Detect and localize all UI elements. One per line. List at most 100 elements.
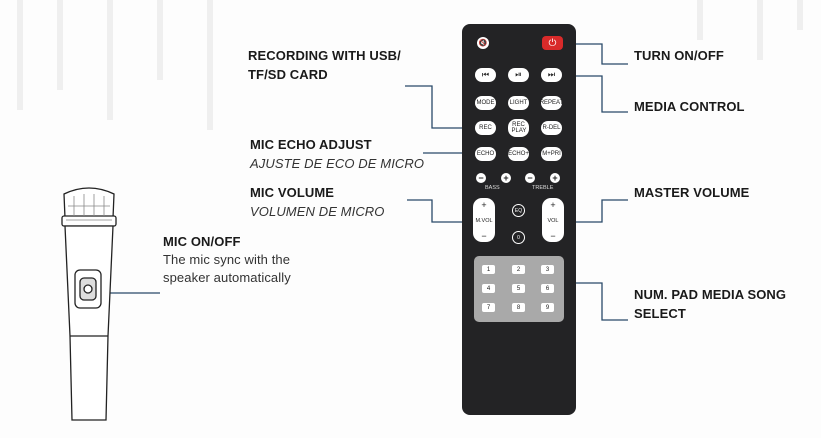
previous-button[interactable]: ⏮ (475, 68, 496, 82)
num-8-button[interactable]: 8 (512, 303, 525, 312)
num-7-button[interactable]: 7 (482, 303, 495, 312)
echo-label: ECHO (476, 151, 495, 157)
repeat-button[interactable]: REPEAT (539, 96, 564, 110)
next-button[interactable]: ⏭ (541, 68, 562, 82)
rec-play-button[interactable]: REC PLAY (508, 119, 529, 137)
echo-plus-button[interactable]: ECHO+ (508, 147, 529, 161)
previous-icon: ⏮ (481, 70, 490, 79)
rec-play-label: REC PLAY (511, 122, 527, 134)
m-pri-button[interactable]: M+PRI (541, 147, 562, 161)
bass-minus-icon: − (478, 173, 484, 183)
remote-control: 🔇 ⏻ ⏮ ⏯ ⏭ MODE LIGHT REPEAT REC REC PLAY… (462, 24, 576, 415)
media-control-callout: MEDIA CONTROL (634, 97, 745, 116)
bass-minus-button[interactable]: − (476, 173, 486, 183)
r-del-button[interactable]: R-DEL (541, 121, 562, 135)
num-4-label: 4 (486, 285, 491, 292)
mic-volume-rocker[interactable]: + M.VOL − (473, 198, 495, 242)
echo-button[interactable]: ECHO (475, 147, 496, 161)
mic-grille (63, 187, 115, 219)
mic-onoff-desc1: The mic sync with the (163, 252, 291, 267)
mic-onoff-desc2: speaker automatically (163, 270, 291, 285)
recording-line1: RECORDING WITH USB/ (248, 48, 401, 63)
num-6-button[interactable]: 6 (541, 284, 554, 293)
turn-on-callout: TURN ON/OFF (634, 46, 724, 65)
mute-icon: 🔇 (478, 40, 488, 47)
echo-plus-label: ECHO+ (508, 151, 529, 157)
treble-minus-button[interactable]: − (525, 173, 535, 183)
r-del-label: R-DEL (542, 125, 561, 131)
num-3-button[interactable]: 3 (541, 265, 554, 274)
mic-body (64, 225, 114, 421)
repeat-label: REPEAT (539, 100, 564, 106)
numpad-line (570, 282, 628, 321)
next-icon: ⏭ (547, 70, 556, 79)
recording-line2: TF/SD CARD (248, 67, 328, 82)
master-volume-callout: MASTER VOLUME (634, 183, 749, 202)
turn-on-line (570, 43, 628, 65)
mic-volume-plus-icon: + (481, 200, 487, 210)
mic-onoff-title: MIC ON/OFF (163, 234, 241, 249)
mic-volume-label: M.VOL (475, 218, 493, 224)
num-1-button[interactable]: 1 (482, 265, 495, 274)
num-3-label: 3 (545, 266, 550, 273)
master-volume-label: VOL (547, 218, 559, 224)
mic-volume-subtitle: VOLUMEN DE MICRO (250, 204, 385, 219)
eq-label: EQ (514, 207, 523, 214)
mic-volume-line (407, 199, 468, 223)
number-pad: 1 2 3 4 5 6 7 8 9 (474, 256, 564, 322)
power-button[interactable]: ⏻ (542, 36, 563, 50)
media-control-line (570, 75, 628, 113)
power-icon: ⏻ (548, 37, 557, 49)
master-volume-plus-icon: + (550, 200, 556, 210)
mode-label: MODE (476, 100, 495, 106)
play-pause-icon: ⏯ (515, 70, 522, 79)
num-7-label: 7 (486, 304, 491, 311)
num-2-button[interactable]: 2 (512, 265, 525, 274)
numpad-line2: SELECT (634, 306, 686, 321)
zero-button[interactable]: 0 (512, 231, 525, 244)
num-8-label: 8 (516, 304, 521, 311)
media-control-title: MEDIA CONTROL (634, 99, 745, 114)
num-6-label: 6 (545, 285, 550, 292)
rec-button[interactable]: REC (475, 121, 496, 135)
master-volume-line (570, 199, 628, 223)
num-9-button[interactable]: 9 (541, 303, 554, 312)
mic-onoff-callout: MIC ON/OFF The mic sync with the speaker… (163, 232, 291, 287)
treble-minus-icon: − (527, 173, 533, 183)
bass-plus-button[interactable]: + (501, 173, 511, 183)
bass-label: BASS (485, 185, 500, 191)
mic-volume-title: MIC VOLUME (250, 185, 335, 200)
mic-ring (61, 215, 117, 227)
echo-callout: MIC ECHO ADJUST AJUSTE DE ECO DE MICRO (250, 135, 424, 173)
master-volume-rocker[interactable]: + VOL − (542, 198, 564, 242)
mute-button[interactable]: 🔇 (477, 37, 489, 49)
eq-button[interactable]: EQ (512, 204, 525, 217)
num-4-button[interactable]: 4 (482, 284, 495, 293)
mic-volume-callout: MIC VOLUME VOLUMEN DE MICRO (250, 183, 385, 221)
num-2-label: 2 (516, 266, 521, 273)
recording-line (405, 85, 468, 129)
treble-plus-icon: + (552, 173, 558, 183)
play-pause-button[interactable]: ⏯ (508, 68, 529, 82)
num-1-label: 1 (486, 266, 491, 273)
mic-volume-minus-icon: − (481, 231, 487, 241)
turn-on-title: TURN ON/OFF (634, 48, 724, 63)
treble-label: TREBLE (532, 185, 554, 191)
num-5-button[interactable]: 5 (512, 284, 525, 293)
echo-subtitle: AJUSTE DE ECO DE MICRO (250, 156, 425, 171)
light-label: LIGHT (509, 100, 528, 106)
m-pri-label: M+PRI (542, 151, 561, 157)
numpad-callout: NUM. PAD MEDIA SONG SELECT (634, 285, 786, 323)
bass-plus-icon: + (503, 173, 509, 183)
mode-button[interactable]: MODE (475, 96, 496, 110)
light-button[interactable]: LIGHT (508, 96, 529, 110)
treble-plus-button[interactable]: + (550, 173, 560, 183)
echo-title: MIC ECHO ADJUST (250, 137, 372, 152)
recording-callout: RECORDING WITH USB/ TF/SD CARD (248, 46, 401, 84)
master-volume-title: MASTER VOLUME (634, 185, 750, 200)
num-5-label: 5 (516, 285, 521, 292)
rec-label: REC (479, 125, 492, 131)
